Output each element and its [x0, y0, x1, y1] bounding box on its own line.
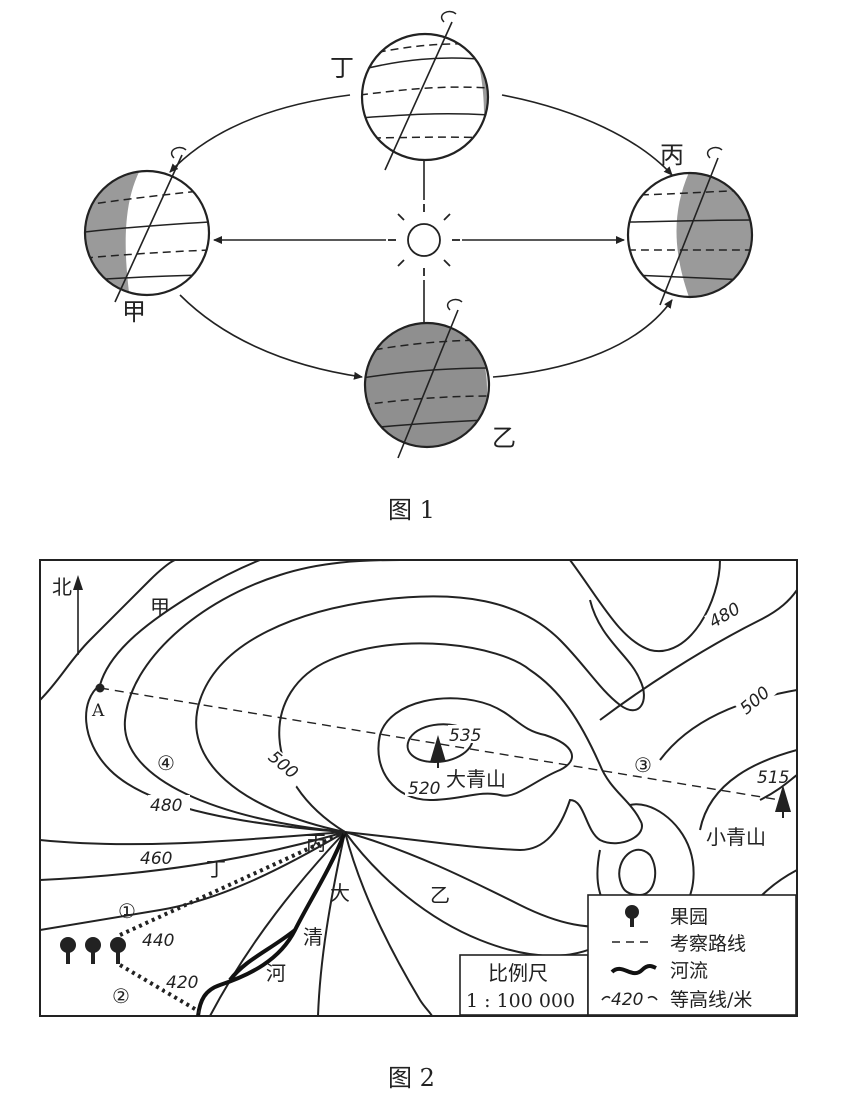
contour-label: 535 — [449, 726, 481, 746]
point-a-marker — [95, 683, 105, 693]
point-a-label: A — [91, 701, 105, 721]
contour-label: 420 — [166, 973, 198, 993]
earth-label-ding: 丁 — [330, 54, 354, 82]
contour-label: 460 — [140, 849, 172, 869]
earth-label-yi: 乙 — [492, 424, 516, 452]
legend-river: 河流 — [670, 960, 708, 982]
map-label-circle3: ③ — [634, 753, 652, 777]
scale-title: 比例尺 — [488, 961, 548, 985]
peak-name: 小青山 — [706, 825, 766, 849]
sun-icon — [388, 204, 460, 276]
figure-2-caption: 图 2 — [388, 1064, 435, 1092]
scale-ratio: 1 : 100 000 — [466, 990, 575, 1012]
scale-box: 比例尺 1 : 100 000 — [459, 954, 589, 1016]
contour-label: 440 — [142, 931, 174, 951]
earth-label-jia: 甲 — [122, 298, 146, 326]
river-char: 大 — [330, 881, 350, 905]
earth-jia: 甲 — [83, 146, 211, 326]
orchard-icon — [60, 937, 126, 964]
map-label-jia: 甲 — [150, 595, 170, 619]
map-label-yi: 乙 — [430, 883, 450, 907]
north-label: 北 — [52, 575, 72, 599]
figure-1: 丁 甲 — [83, 10, 754, 524]
legend-contour: 等高线/米 — [670, 989, 752, 1011]
river — [196, 831, 347, 1016]
contour-label: 515 — [757, 768, 789, 788]
figure-2: A 北 甲 乙 丙 丁 ① ② ③ ④ 535 520 500 500 480 — [39, 559, 798, 1092]
contour-label: 480 — [150, 796, 182, 816]
earth-label-bing: 丙 — [660, 141, 684, 169]
river-char: 河 — [266, 961, 286, 985]
legend-river-icon — [610, 964, 657, 976]
map-label-bing: 丙 — [306, 831, 326, 855]
legend-orchard: 果园 — [670, 906, 708, 928]
contour-labels: 535 520 500 500 480 480 460 440 420 515 — [138, 596, 789, 993]
legend-route: 考察路线 — [670, 933, 746, 955]
earth-bing: 丙 — [626, 141, 754, 306]
map-label-circle4: ④ — [157, 751, 175, 775]
contour-lines — [40, 560, 797, 1016]
map-label-circle1: ① — [118, 899, 136, 923]
earth-ding: 丁 — [330, 10, 490, 171]
legend-orchard-icon — [625, 905, 639, 927]
peak-xiao-qing-shan: 小青山 — [706, 785, 791, 849]
legend-contour-sample: 420 — [611, 990, 643, 1010]
peak-name: 大青山 — [446, 767, 506, 791]
survey-route — [99, 687, 781, 801]
peak-da-qing-shan: 大青山 — [430, 735, 506, 791]
legend: 果园 考察路线 河流 420 等高线/米 — [587, 894, 797, 1016]
earth-yi: 乙 — [363, 298, 516, 459]
dotted-routes — [118, 830, 346, 1014]
legend-contour-icon — [601, 995, 611, 1001]
orbit-path — [169, 94, 673, 380]
contour-label: 520 — [408, 779, 440, 799]
figure-1-caption: 图 1 — [388, 496, 435, 524]
north-arrow-icon — [73, 575, 83, 655]
map-label-circle2: ② — [112, 984, 130, 1008]
map-label-ding: 丁 — [206, 857, 226, 881]
river-char: 清 — [303, 925, 323, 949]
sunlight-rays — [213, 133, 625, 330]
